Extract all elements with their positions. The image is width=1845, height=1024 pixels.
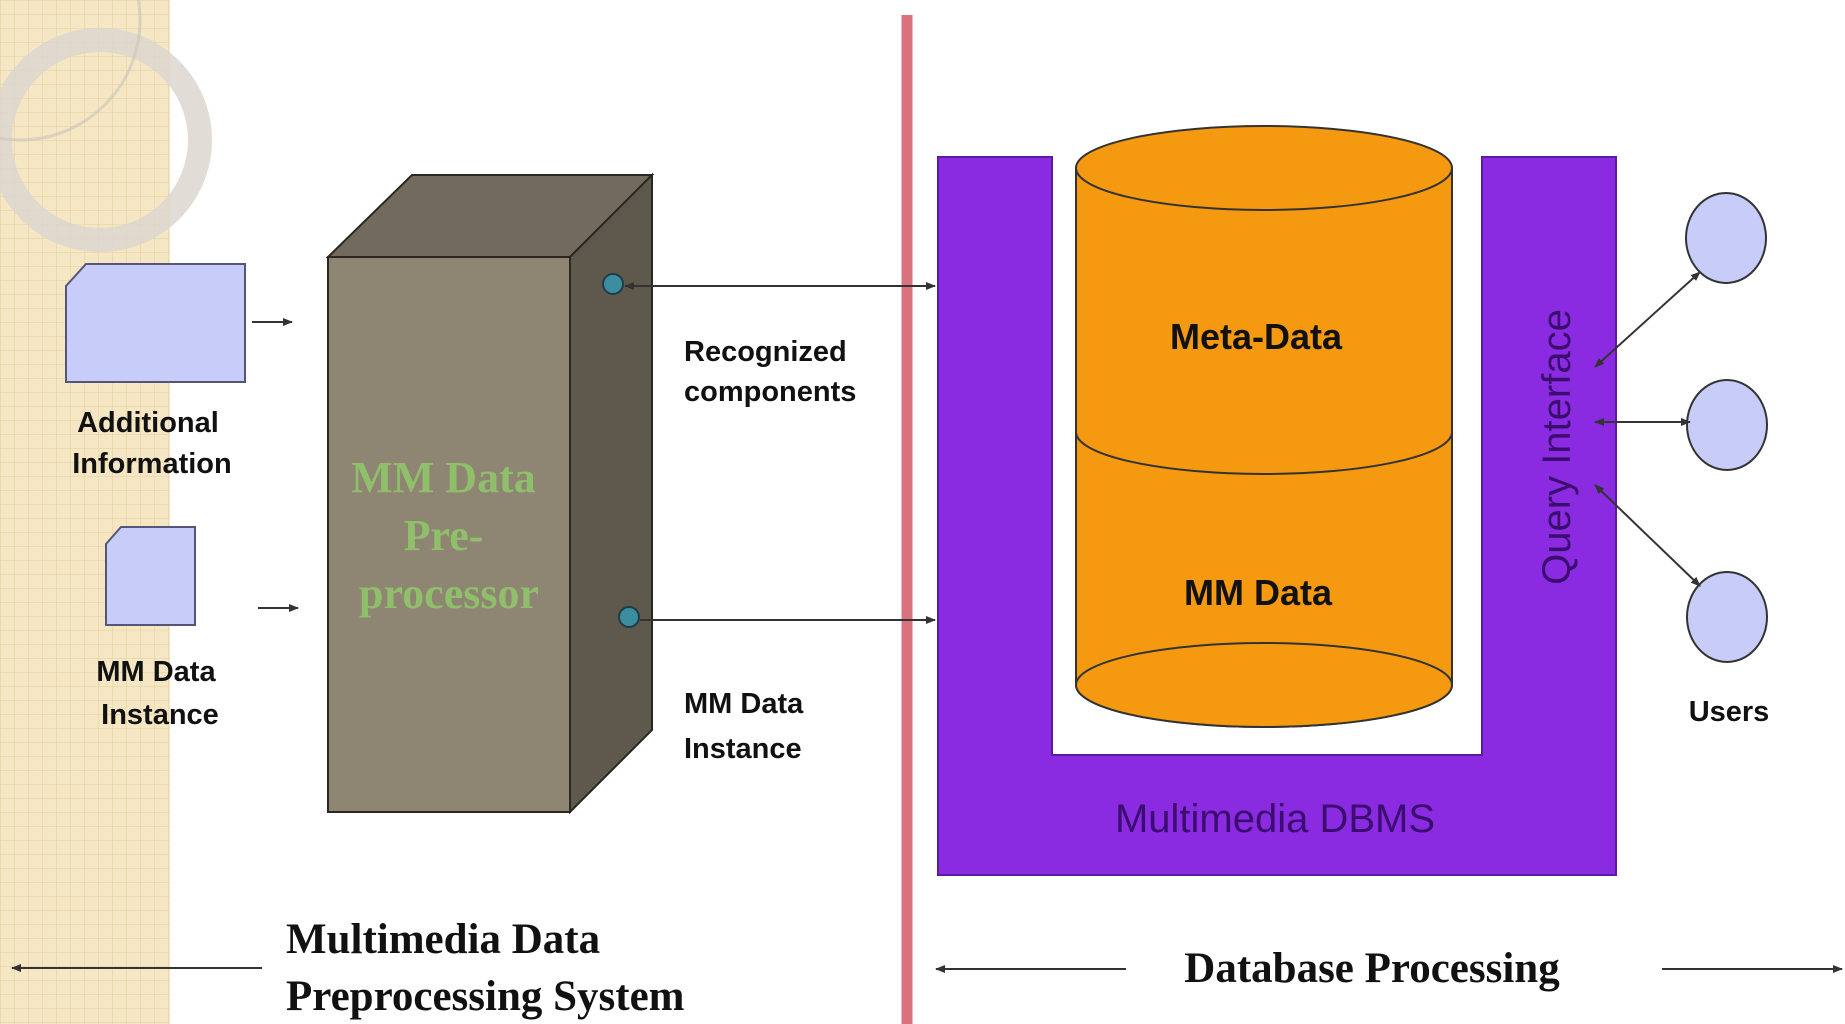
left-section-label-line1: Multimedia Data: [286, 916, 600, 963]
mm-data-instance-input: MM Data Instance: [96, 526, 299, 731]
box-front-face: [327, 256, 571, 813]
dbms-container: [937, 156, 1617, 876]
preprocessor-label-line2: Pre-: [404, 511, 484, 560]
additional-information-input: Additional Information: [65, 263, 293, 480]
user-node: [1685, 192, 1767, 284]
svg-text:Additional Information: Additional Information: [72, 407, 232, 480]
right-section-label: Database Processing: [1184, 945, 1560, 992]
right-section-caption: Database Processing: [935, 945, 1843, 992]
user-link-arrow: [1594, 484, 1701, 587]
output-mm-data-instance-label-line1: MM Data: [684, 688, 804, 720]
additional-information-label-line1: Additional: [77, 407, 219, 439]
svg-text:Recognized components: Recognized components: [684, 336, 856, 408]
user-node: [1686, 379, 1768, 471]
cylinder-divider: [1075, 431, 1453, 475]
left-section-label-line2: Preprocessing System: [286, 973, 685, 1020]
mm-data-instance-label-line2: Instance: [101, 699, 219, 731]
multimedia-dbms: Multimedia DBMS Query Interface: [937, 156, 1617, 876]
left-section-caption: Multimedia Data Preprocessing System: [11, 916, 685, 1020]
svg-text:Multimedia Data Preproce: Multimedia Data Preprocessing System: [286, 916, 685, 1020]
mm-data-label: MM Data: [1184, 572, 1333, 613]
cylinder-bottom-rim: [1075, 642, 1453, 728]
dbms-title: Multimedia DBMS: [1115, 797, 1435, 841]
svg-text:MM Data Instance: MM Data Instance: [96, 656, 223, 731]
svg-text:MM Data Instance: MM Data Instance: [684, 688, 811, 765]
preprocessor-label-line1: MM Data: [351, 453, 536, 502]
document-shape: [105, 526, 196, 626]
output-port-recognized: [602, 273, 624, 295]
cylinder-top: [1075, 125, 1453, 211]
recognized-components-label-line2: components: [684, 376, 856, 408]
decorative-sidebar: [0, 0, 212, 1024]
user-link-arrow: [1594, 271, 1701, 368]
meta-data-label: Meta-Data: [1170, 316, 1343, 357]
users-label: Users: [1689, 696, 1770, 728]
users: Users: [1594, 192, 1770, 728]
recognized-components-label-line1: Recognized: [684, 336, 847, 368]
output-port-instance: [618, 606, 640, 628]
mm-data-preprocessor-box: MM Data Pre- processor: [325, 172, 655, 815]
additional-information-label-line2: Information: [72, 448, 232, 480]
user-node: [1686, 571, 1768, 663]
document-shape: [65, 263, 246, 383]
preprocessor-label-line3: processor: [359, 569, 539, 618]
svg-text:MM Data Pre- proce: MM Data Pre- processor: [351, 453, 547, 618]
mm-data-instance-label-line1: MM Data: [96, 656, 216, 688]
output-mm-data-instance-label-line2: Instance: [684, 733, 802, 765]
database-cylinder: Meta-Data MM Data: [1075, 125, 1453, 728]
query-interface-label: Query Interface: [1535, 309, 1579, 585]
box-side-face: [569, 172, 653, 815]
